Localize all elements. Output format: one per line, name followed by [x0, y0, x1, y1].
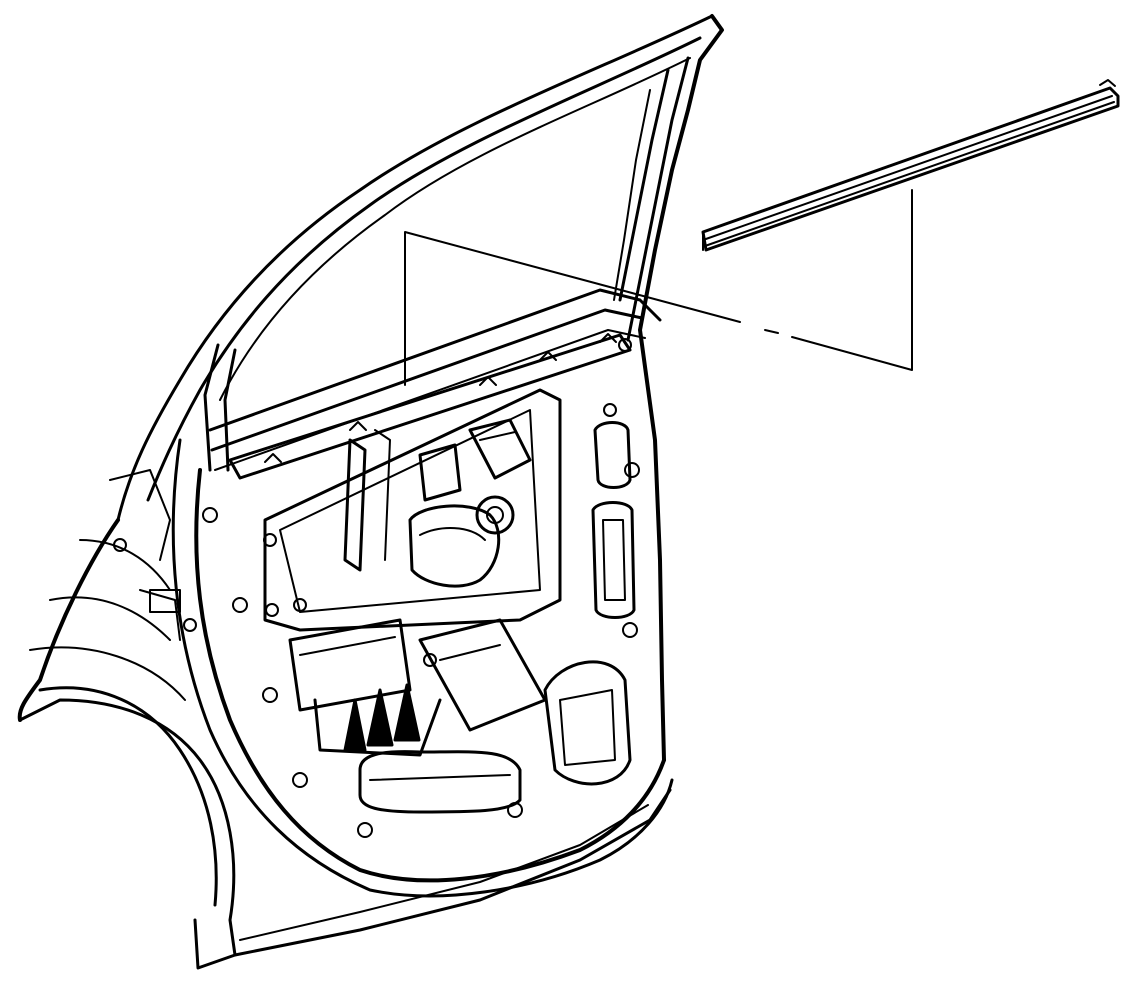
window-run-channel	[701, 79, 1120, 252]
window-regulator	[113, 333, 640, 838]
leader-line	[404, 189, 913, 386]
